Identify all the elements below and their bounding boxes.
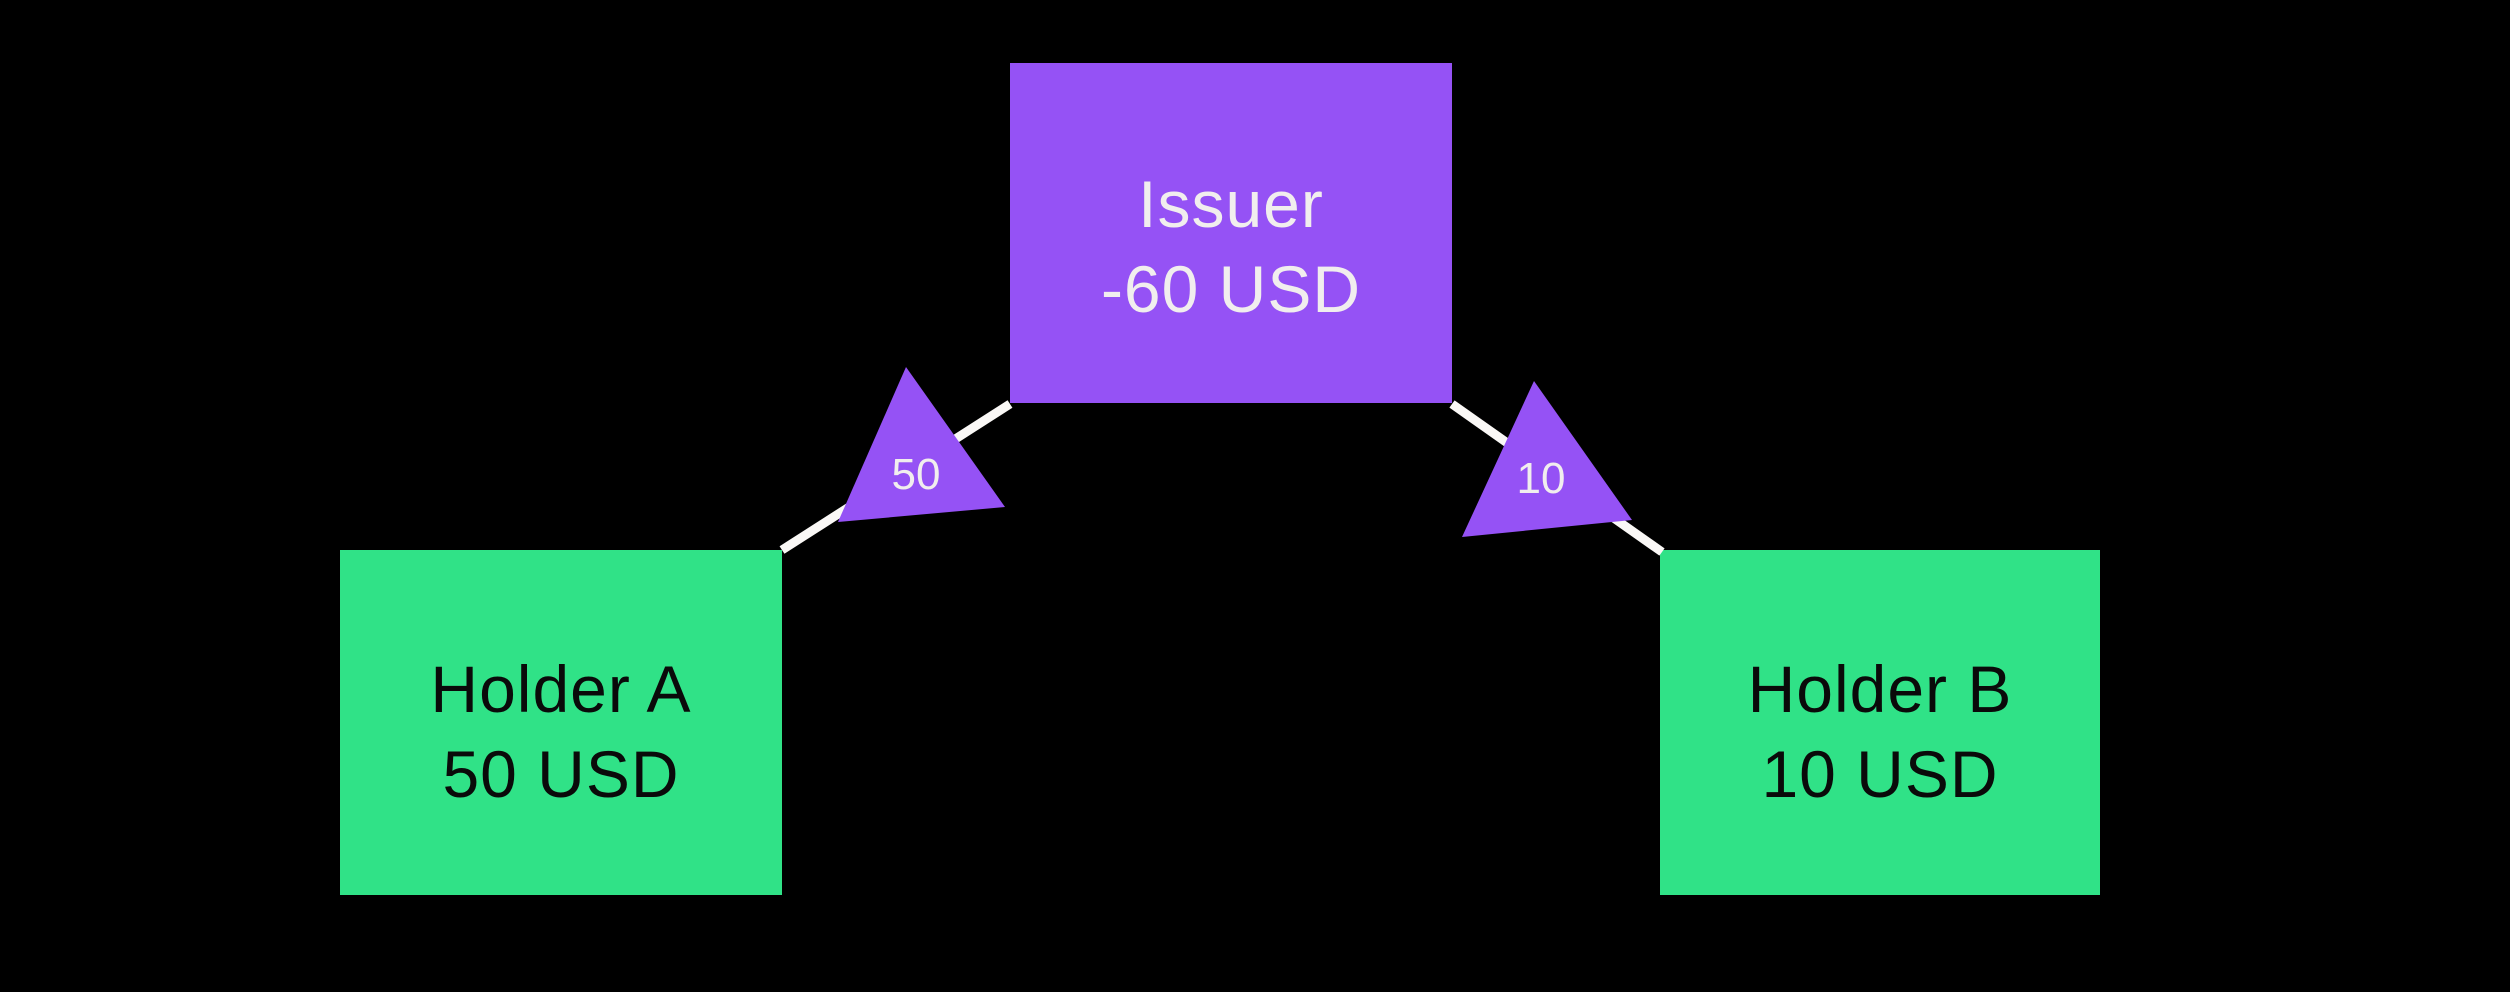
arrowhead-issuer-to-holder-b: [1462, 381, 1632, 537]
holder-b-amount-label: 10 USD: [1761, 737, 1998, 811]
holder-a-node: [340, 550, 782, 895]
holder-b-name-label: Holder B: [1748, 652, 2013, 726]
edge-amount-label-b: 10: [1517, 454, 1566, 503]
arrowhead-issuer-to-holder-a: [838, 367, 1005, 522]
edge-amount-label-a: 50: [892, 450, 941, 499]
issuer-name-label: Issuer: [1138, 167, 1324, 241]
issuer-node: [1010, 63, 1452, 403]
holder-a-name-label: Holder A: [430, 652, 691, 726]
issuer-amount-label: -60 USD: [1101, 252, 1361, 326]
holder-b-node: [1660, 550, 2100, 895]
holder-a-amount-label: 50 USD: [442, 737, 679, 811]
